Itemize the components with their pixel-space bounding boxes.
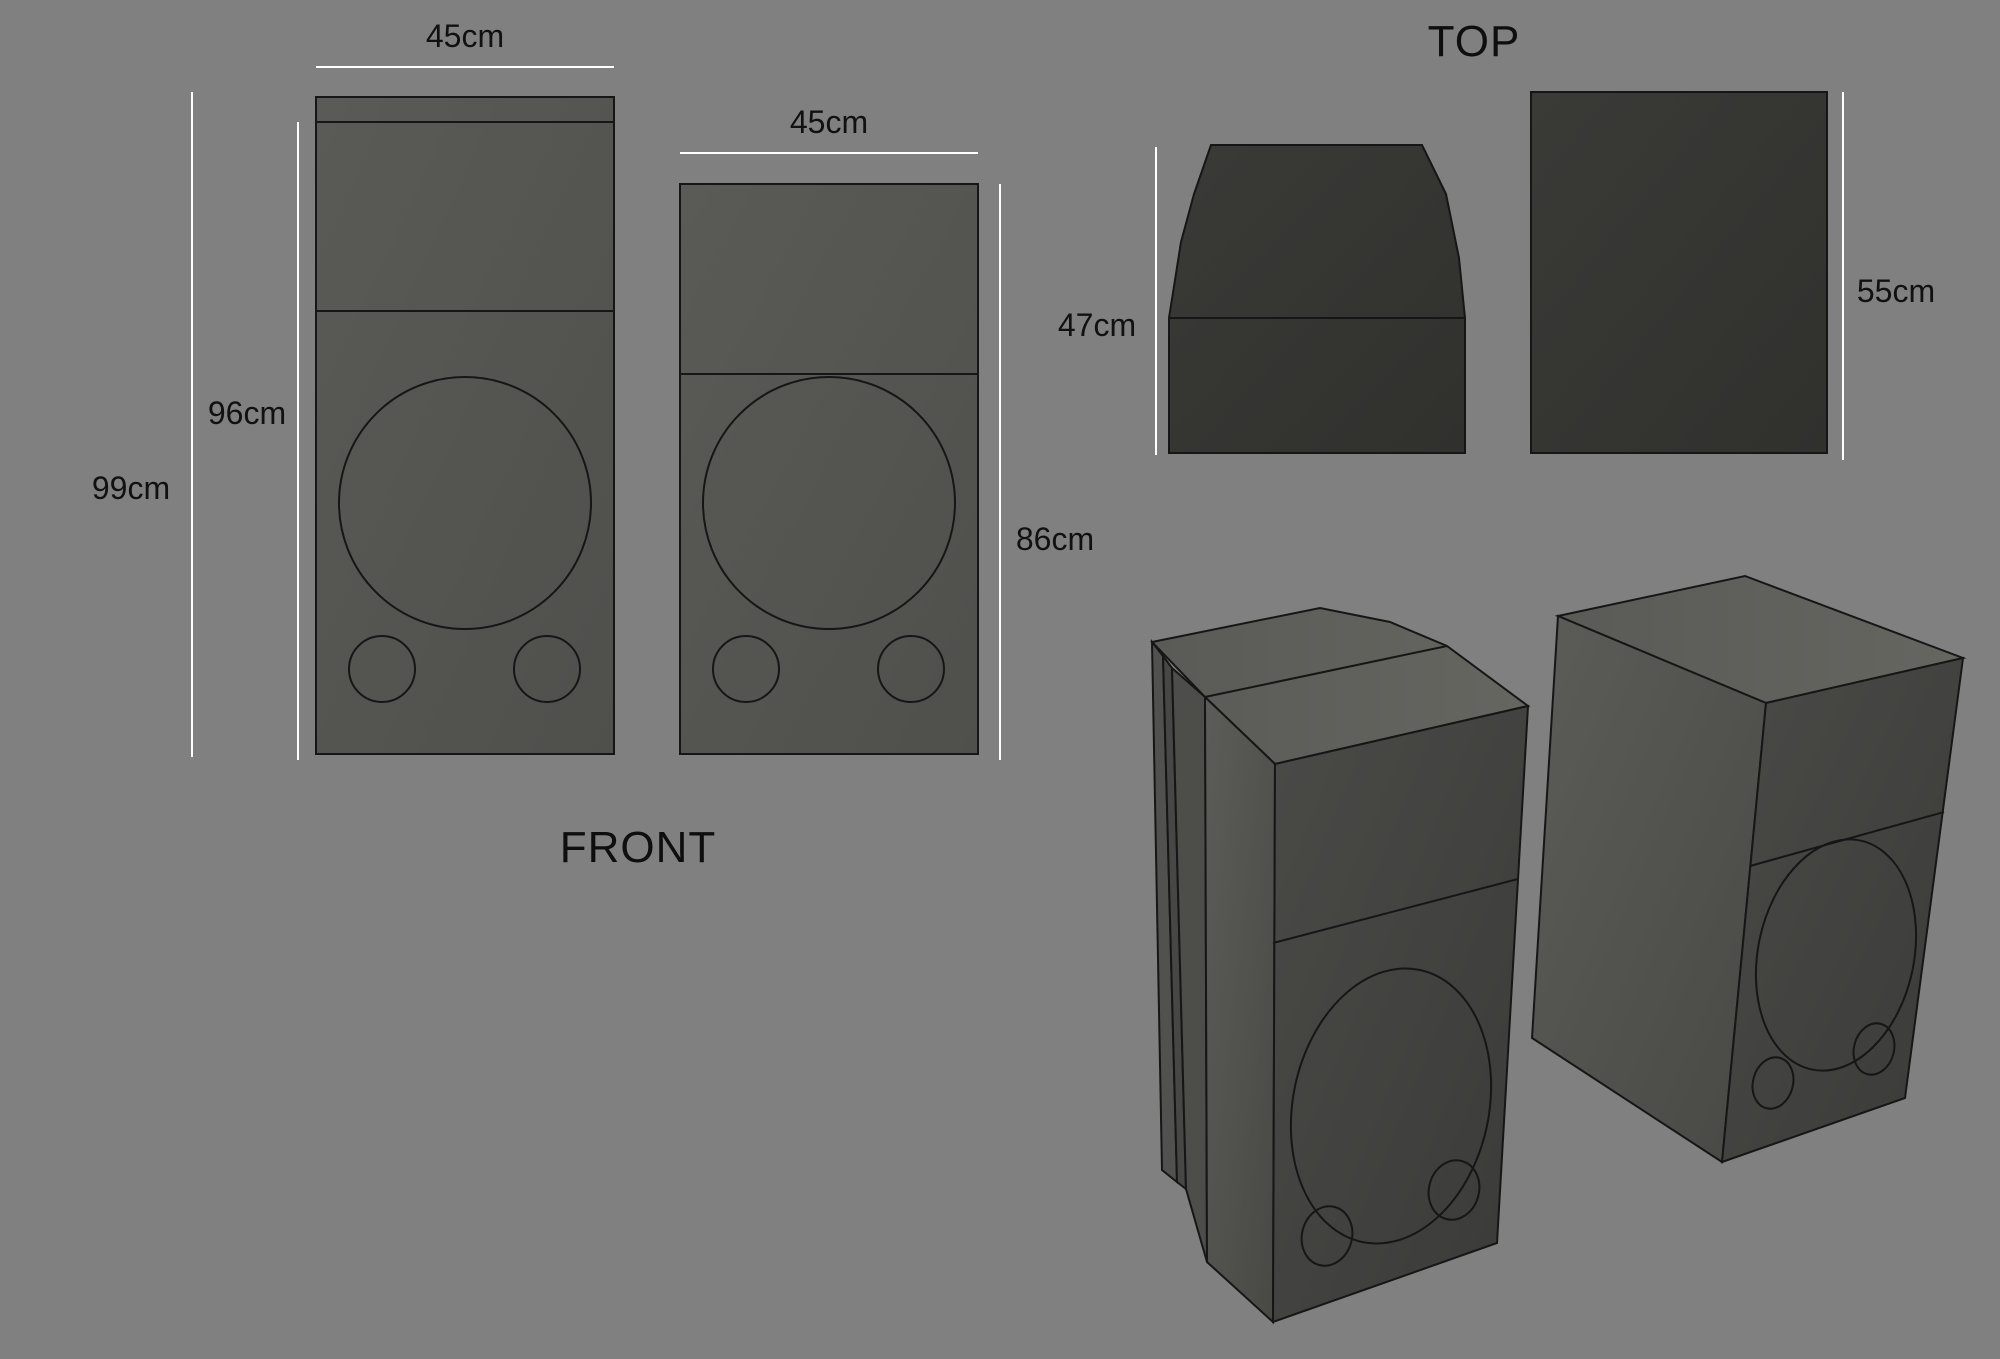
front-left-total-height-label: 99cm <box>92 470 170 506</box>
front-right-dimensions: 45cm 86cm <box>680 104 1094 760</box>
front-right-port-left <box>712 635 780 703</box>
front-left-cabinet <box>315 96 615 755</box>
top-view-title: TOP <box>1428 17 1521 66</box>
front-right-speaker <box>679 183 979 755</box>
perspective-left-speaker <box>1150 606 1531 1325</box>
perspective-left-woofer <box>1289 967 1493 1245</box>
perspective-right-speaker <box>1530 574 1967 1164</box>
top-right-dimensions: 55cm <box>1842 92 1935 460</box>
top-left-depth-label: 47cm <box>1058 307 1136 343</box>
perspective-right-port-left <box>1751 1056 1795 1110</box>
perspective-left-front-face <box>1271 704 1530 1324</box>
front-left-width-label: 45cm <box>426 18 504 54</box>
top-left-dimensions: 47cm <box>1058 147 1157 455</box>
front-left-body-height-label: 96cm <box>208 395 286 431</box>
front-right-port-right <box>877 635 945 703</box>
front-right-cabinet <box>679 183 979 755</box>
front-right-width-label: 45cm <box>790 104 868 140</box>
front-right-woofer <box>702 376 956 630</box>
top-left-outline <box>1168 144 1466 454</box>
perspective-right-front-face <box>1720 656 1965 1164</box>
perspective-left-side-face <box>1203 694 1277 1325</box>
front-left-dimensions: 45cm 99cm 96cm <box>92 18 614 760</box>
top-right-outline <box>1530 91 1828 454</box>
perspective-left-panel-division <box>1272 878 1519 944</box>
front-left-port-right <box>513 635 581 703</box>
front-right-height-label: 86cm <box>1016 521 1094 557</box>
front-left-speaker <box>315 96 615 755</box>
perspective-left-port-left <box>1300 1205 1354 1267</box>
perspective-left-port-right <box>1427 1159 1481 1221</box>
top-right-depth-label: 55cm <box>1857 273 1935 309</box>
perspective-left-top-edge <box>1204 645 1448 698</box>
front-view-title: FRONT <box>560 823 717 872</box>
perspective-right-woofer <box>1754 838 1918 1072</box>
top-left-speaker <box>1168 144 1466 454</box>
perspective-right-port-right <box>1852 1022 1896 1076</box>
front-left-port-left <box>348 635 416 703</box>
front-left-woofer <box>338 376 592 630</box>
top-right-speaker <box>1530 91 1828 454</box>
